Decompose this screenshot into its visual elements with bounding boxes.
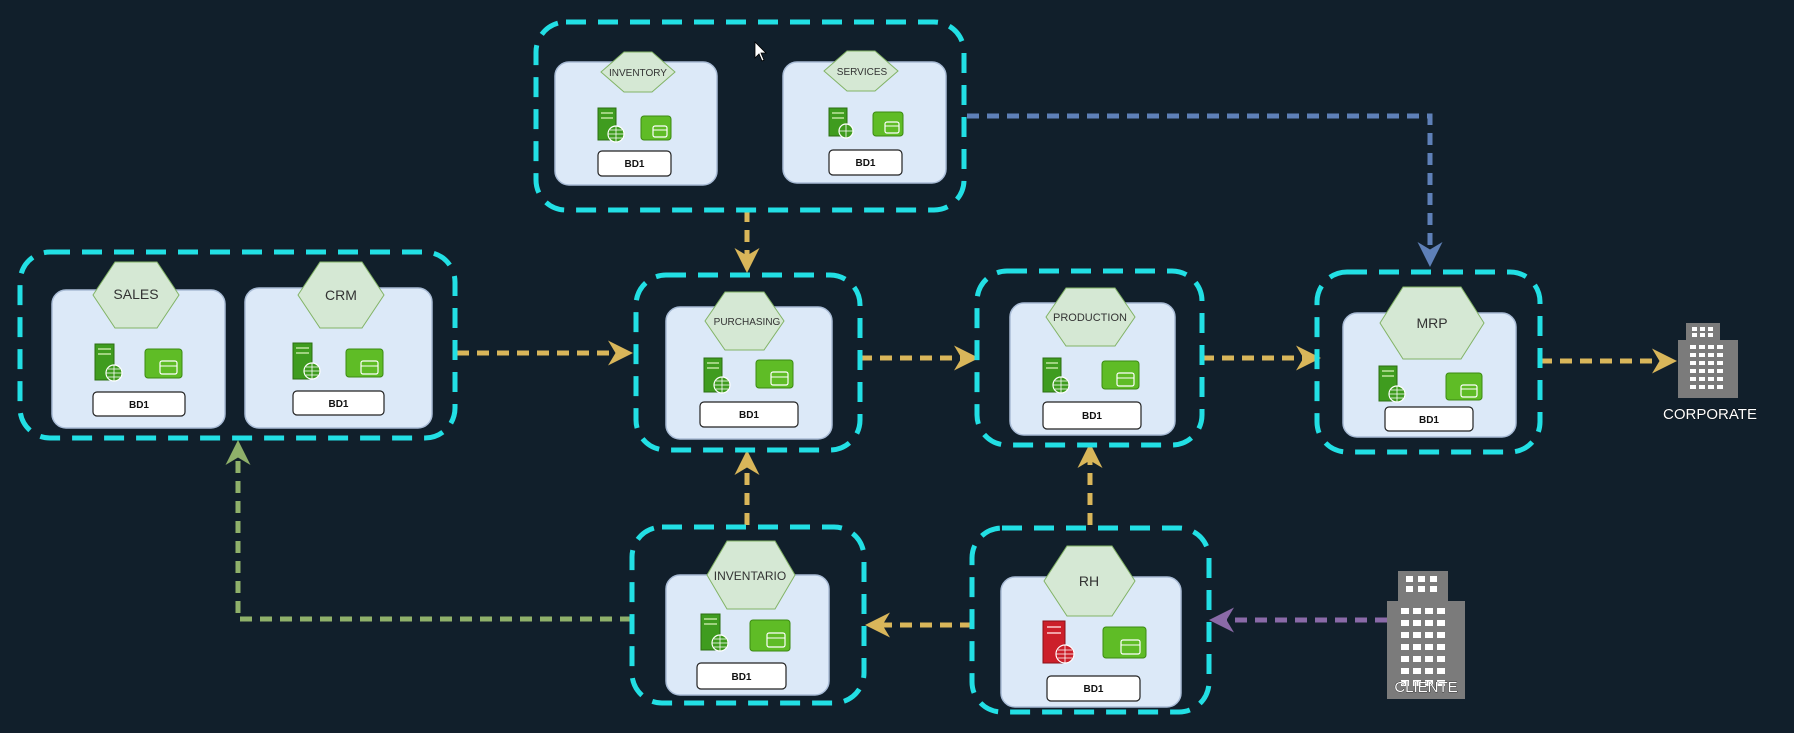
service-hexagon [600,51,676,93]
connector-inventario-to-left [225,440,632,622]
external-corporate[interactable]: CORPORATE [1663,323,1757,423]
service-card-crm[interactable]: CRM BD1 [244,261,433,429]
service-card-purchasing[interactable]: PURCHASING BD1 [665,291,833,440]
service-label: PURCHASING [714,317,781,328]
database-icon [1102,626,1147,659]
building-icon [1387,571,1465,699]
database-label: BD1 [129,400,149,411]
service-label: INVENTARIO [714,569,786,583]
service-hexagon [1379,286,1485,360]
service-label: INVENTORY [609,68,667,79]
database-label-box [292,390,385,416]
database-icon [749,619,791,652]
service-card-services[interactable]: SERVICES BD1 [782,50,947,184]
service-card-mrp[interactable]: MRP BD1 [1342,286,1517,438]
connector-top-to-mrp [967,113,1443,267]
web-server-alert-icon [1042,620,1075,664]
service-label: PRODUCTION [1053,312,1127,324]
database-icon [1101,360,1140,390]
service-hexagon [1045,287,1136,347]
database-label: BD1 [739,410,759,421]
database-label: BD1 [624,159,644,170]
service-card-inventory[interactable]: INVENTORY BD1 [554,51,718,186]
database-label: BD1 [731,672,751,683]
database-icon [872,111,904,137]
database-label: BD1 [855,158,875,169]
connections [225,113,1677,638]
database-icon [345,348,384,378]
database-label: BD1 [1419,415,1439,426]
building-icon [1678,323,1738,398]
service-hexagon [704,291,785,351]
database-icon [1445,372,1483,401]
group-top[interactable]: INVENTORY BD1 SERVICES [533,19,967,213]
external-label: CORPORATE [1663,406,1757,423]
group-left[interactable]: SALES BD1 CRM [17,249,458,441]
database-label-box [1046,675,1141,702]
database-label-box [828,149,903,176]
database-label-box [92,391,186,417]
group-mrp[interactable]: MRP BD1 [1314,269,1543,455]
service-hexagon [297,261,385,329]
database-icon [640,115,672,141]
group-purchasing[interactable]: PURCHASING BD1 [633,272,863,453]
database-label: BD1 [1083,684,1103,695]
group-rh[interactable]: RH BD1 [969,525,1212,715]
database-label: BD1 [1082,411,1102,422]
database-icon [144,348,183,379]
database-label-box [1384,406,1474,432]
database-label-box [696,662,787,690]
service-hexagon [823,50,899,92]
web-server-icon [597,107,625,143]
web-server-icon [700,613,729,652]
service-card-sales[interactable]: SALES BD1 [51,261,226,429]
mouse-cursor-icon [754,41,767,62]
database-label-box [597,150,672,177]
database-label: BD1 [328,399,348,410]
service-card-rh[interactable]: RH BD1 [1000,545,1182,708]
web-server-icon [828,107,854,139]
web-server-icon [703,357,731,394]
service-label: SALES [113,286,158,302]
database-label-box [1042,401,1142,430]
web-server-icon [94,343,123,382]
service-hexagon [706,540,796,610]
service-label: MRP [1416,315,1447,331]
service-hexagon [92,261,180,329]
web-server-icon [292,342,321,380]
web-server-icon [1378,365,1406,403]
service-label: SERVICES [837,67,888,78]
database-label-box [699,401,799,428]
service-hexagon [1043,545,1136,617]
group-inventario[interactable]: INVENTARIO BD1 [629,524,867,706]
service-card-production[interactable]: PRODUCTION BD1 [1009,287,1176,436]
database-icon [755,359,794,389]
external-label: CLIENTE [1394,679,1457,696]
web-server-icon [1042,357,1070,394]
external-cliente[interactable]: CLIENTE [1387,571,1465,699]
service-label: CRM [325,287,357,303]
group-production[interactable]: PRODUCTION BD1 [974,268,1205,448]
service-label: RH [1079,573,1099,589]
service-card-inventario[interactable]: INVENTARIO BD1 [665,540,830,696]
